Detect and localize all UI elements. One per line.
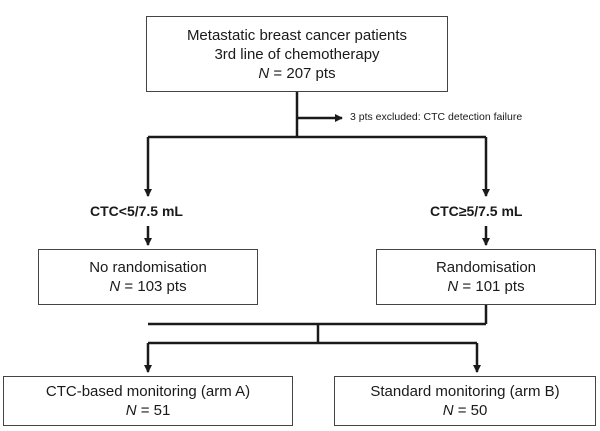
arm-b-title: Standard monitoring (arm B) bbox=[370, 383, 560, 400]
right-branch-label: CTC≥5/7.5 mL bbox=[430, 203, 523, 219]
top-box-line2: 3rd line of chemotherapy bbox=[214, 45, 380, 63]
n-symbol: N bbox=[258, 64, 270, 82]
n-symbol: N bbox=[447, 278, 459, 295]
randomisation-n: N = 101 pts bbox=[447, 277, 524, 296]
no-randomisation-box: No randomisation N = 103 pts bbox=[38, 249, 258, 305]
exclusion-note: 3 pts excluded: CTC detection failure bbox=[350, 111, 523, 123]
arm-a-box: CTC-based monitoring (arm A) N = 51 bbox=[3, 376, 293, 426]
arm-a-title: CTC-based monitoring (arm A) bbox=[45, 383, 251, 400]
randomisation-box: Randomisation N = 101 pts bbox=[376, 249, 596, 305]
arm-b-n: N = 50 bbox=[443, 401, 488, 420]
n-value: = 50 bbox=[453, 402, 488, 419]
top-box-line1: Metastatic breast cancer patients bbox=[186, 26, 408, 44]
n-value: = 101 pts bbox=[458, 278, 525, 295]
n-symbol: N bbox=[109, 278, 121, 295]
n-symbol: N bbox=[442, 402, 454, 419]
top-box: Metastatic breast cancer patients 3rd li… bbox=[146, 16, 448, 92]
n-value: = 103 pts bbox=[120, 278, 187, 295]
left-branch-label: CTC<5/7.5 mL bbox=[90, 203, 183, 219]
top-box-n: N = 207 pts bbox=[258, 64, 335, 83]
no-randomisation-title: No randomisation bbox=[89, 259, 207, 276]
n-symbol: N bbox=[125, 402, 137, 419]
no-randomisation-n: N = 103 pts bbox=[109, 277, 186, 296]
arm-a-n: N = 51 bbox=[126, 401, 171, 420]
n-value: = 51 bbox=[136, 402, 171, 419]
arm-b-box: Standard monitoring (arm B) N = 50 bbox=[334, 376, 596, 426]
randomisation-title: Randomisation bbox=[435, 259, 537, 276]
n-value: = 207 pts bbox=[269, 64, 336, 82]
